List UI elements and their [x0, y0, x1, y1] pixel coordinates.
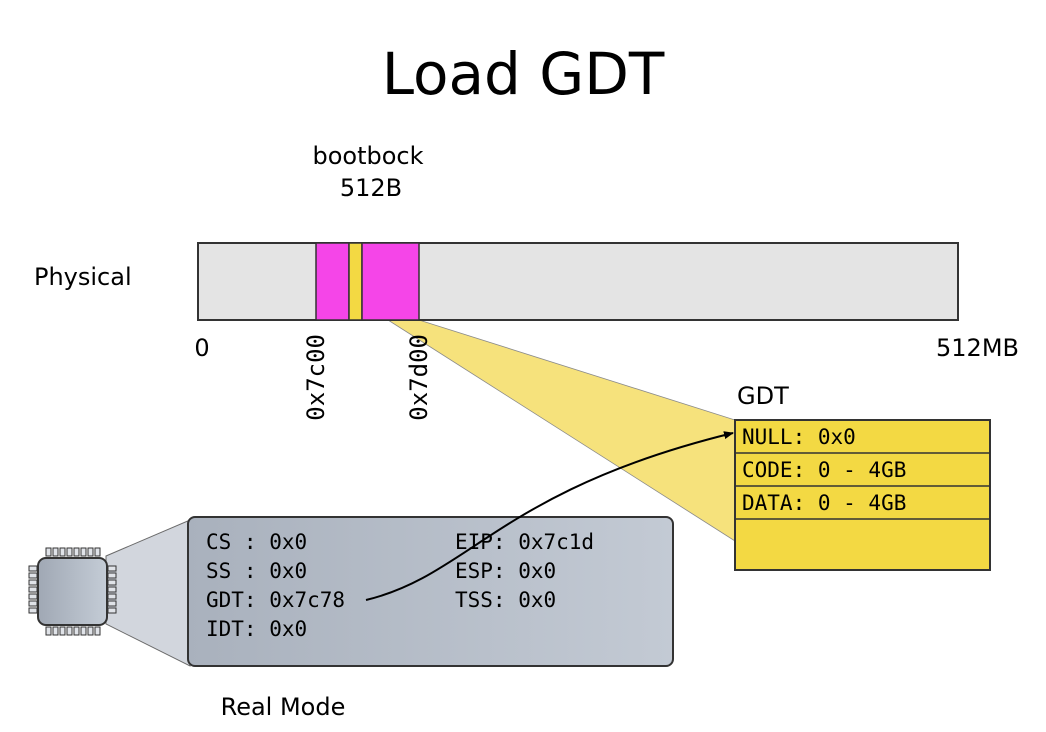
gdt-entry-null: NULL: 0x0 [742, 425, 856, 449]
register-esp: ESP: 0x0 [455, 559, 556, 583]
bootblock-region-left [315, 242, 350, 321]
gdt-zoom-projection [386, 319, 736, 542]
register-tss: TSS: 0x0 [455, 588, 556, 612]
physical-memory-bar [197, 242, 959, 321]
register-ss: SS : 0x0 [206, 559, 307, 583]
cpu-chip-icon [28, 519, 191, 667]
bootblock-size-label: 512B [340, 174, 402, 202]
physical-memory-label: Physical [34, 263, 132, 291]
gdt-pointer-arrow [365, 431, 734, 601]
memory-start-label: 0 [194, 334, 209, 362]
gdt-label: GDT [737, 382, 789, 410]
cpu-mode-label: Real Mode [221, 693, 346, 721]
gdt-entry-data: DATA: 0 - 4GB [742, 491, 906, 515]
page-title: Load GDT [382, 40, 665, 108]
memory-end-label: 512MB [936, 334, 1019, 362]
address-0x7d00-label: 0x7d00 [405, 334, 433, 421]
register-panel [187, 516, 674, 667]
register-cs: CS : 0x0 [206, 530, 307, 554]
bootblock-label: bootbock [312, 142, 423, 170]
gdt-entry-code: CODE: 0 - 4GB [742, 458, 906, 482]
register-gdt: GDT: 0x7c78 [206, 588, 345, 612]
gdt-table [734, 419, 991, 571]
bootblock-region-right [361, 242, 420, 321]
gdt-region [348, 242, 363, 321]
address-0x7c00-label: 0x7c00 [302, 334, 330, 421]
register-idt: IDT: 0x0 [206, 617, 307, 641]
register-eip: EIP: 0x7c1d [455, 530, 594, 554]
